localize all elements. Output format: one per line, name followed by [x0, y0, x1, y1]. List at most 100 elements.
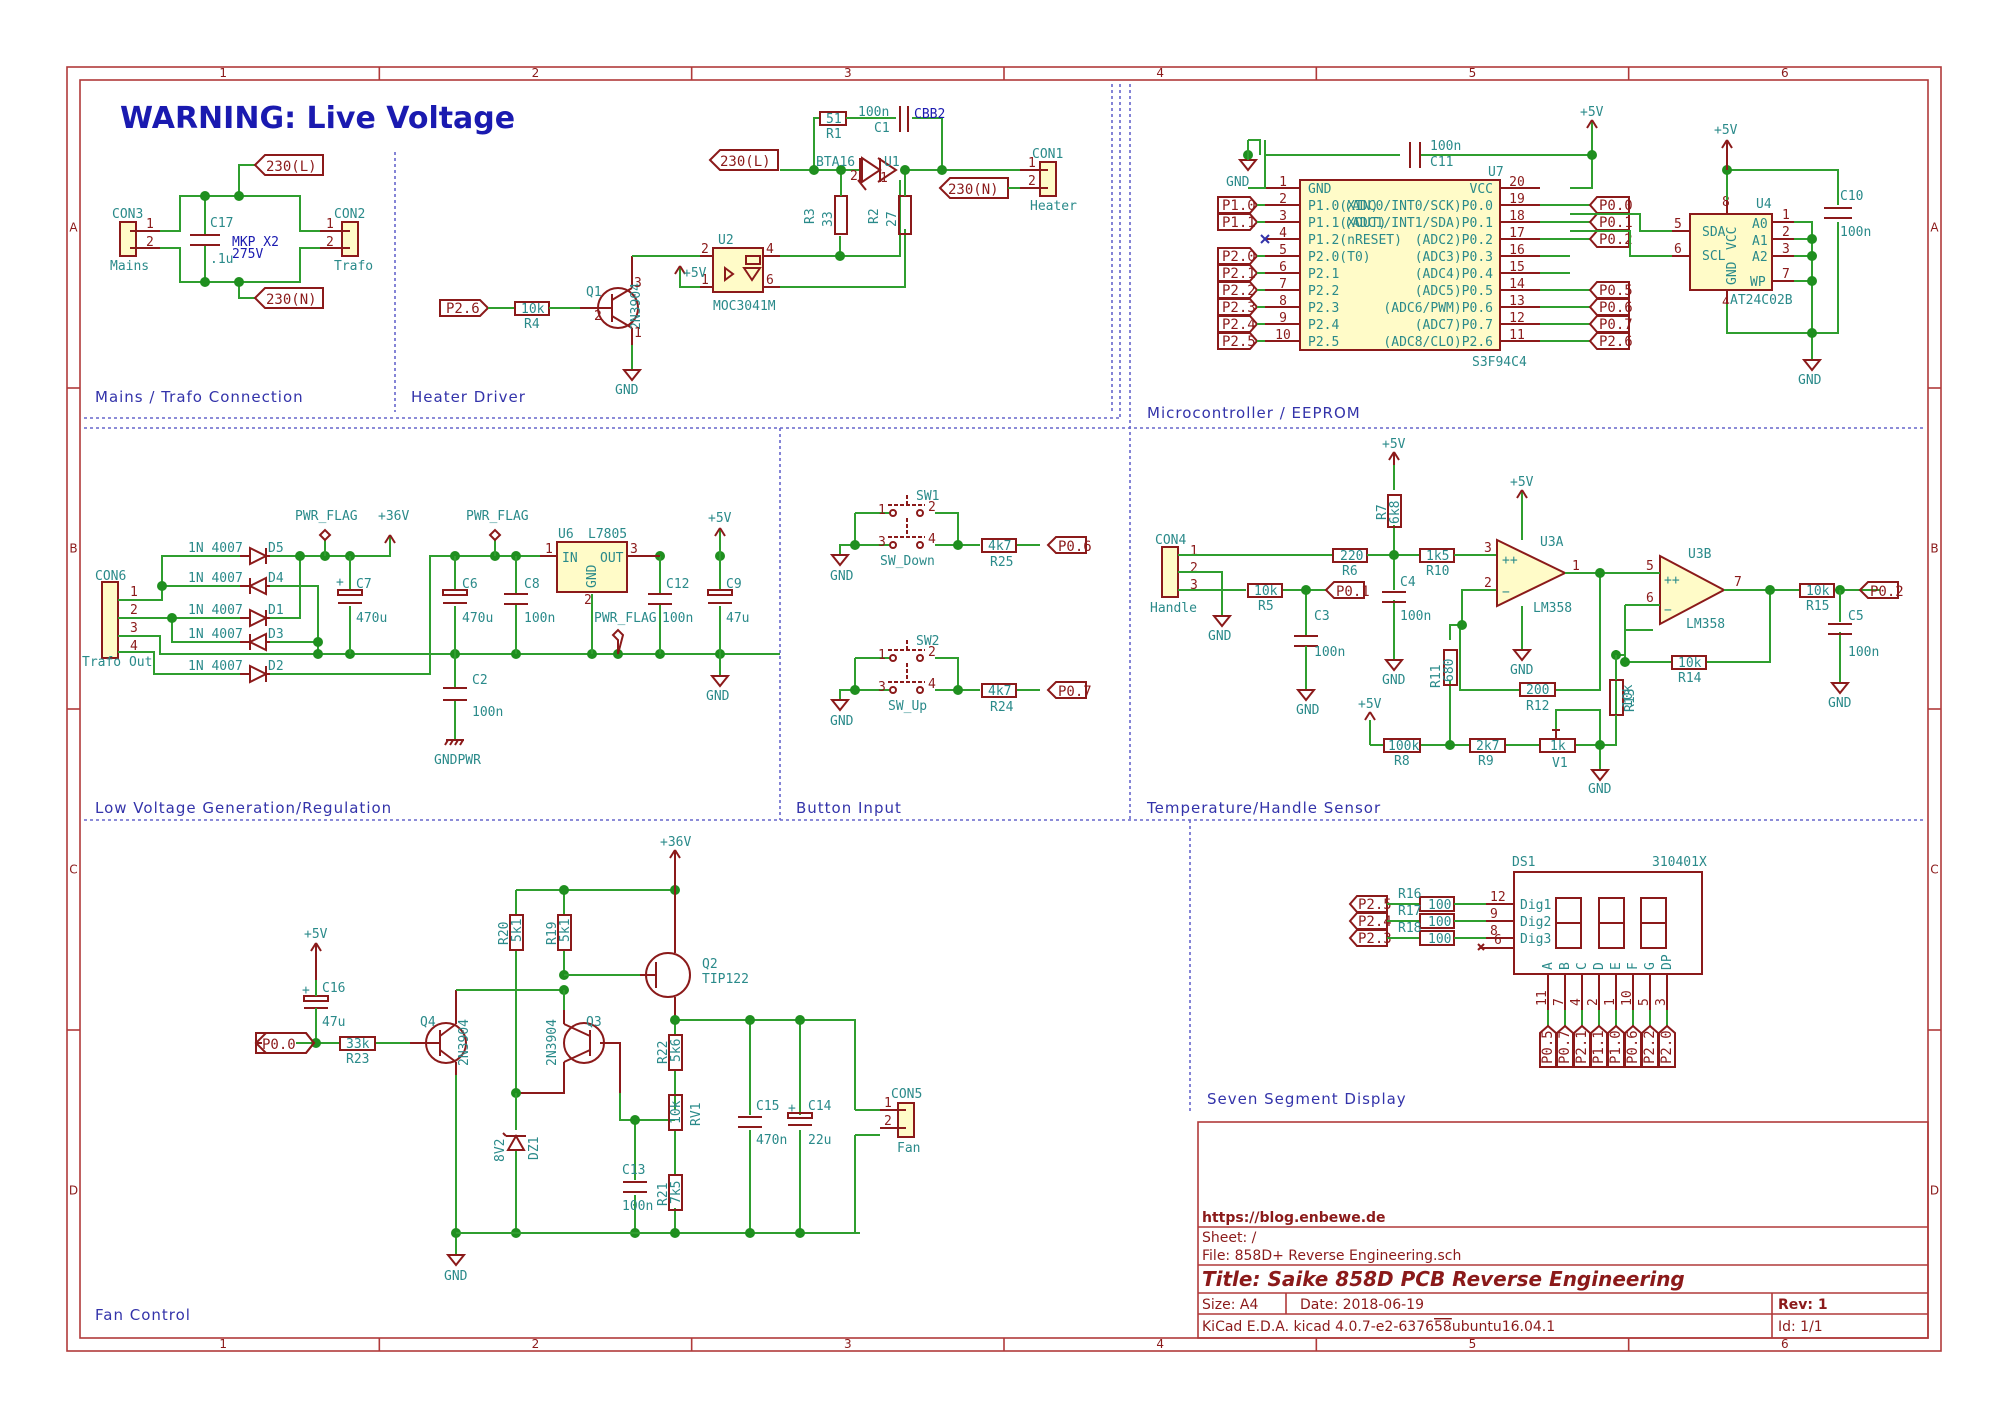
c17-note2: 275V — [232, 247, 263, 262]
net-label-text: P2.4 — [1358, 914, 1392, 930]
net-label-text: P1.0 — [1608, 1030, 1624, 1064]
net-label-text: P2.4 — [1222, 317, 1256, 333]
svg-text:R1: R1 — [826, 127, 842, 142]
net-label-text: P2.6 — [1599, 334, 1633, 350]
svg-text:GND: GND — [1798, 373, 1822, 388]
mcu-pin-number: 6 — [1279, 260, 1287, 275]
svg-text:470u: 470u — [462, 611, 493, 626]
diode-value: 1N 4007 — [188, 627, 243, 642]
svg-text:+5V: +5V — [708, 511, 732, 526]
mcu-pin-name: (ADC6/PWM)P0.6 — [1383, 301, 1493, 316]
svg-text:2: 2 — [326, 235, 334, 250]
diode-ref: D1 — [268, 603, 284, 618]
net-label — [1590, 1024, 1608, 1068]
svg-text:680: 680 — [1442, 659, 1457, 682]
con2-connector — [341, 221, 359, 257]
svg-text:100k: 100k — [1388, 739, 1419, 754]
temp-sensor-circuit: CON4 Handle 1 2 3 GND 10k R5 P0.1 C3 100… — [1150, 437, 1904, 797]
diode-d3 — [247, 632, 267, 652]
svg-text:Heater: Heater — [1030, 199, 1077, 214]
mcu-pin-name: P2.5 — [1308, 335, 1339, 350]
u2-optocoupler — [712, 247, 764, 293]
svg-text:33: 33 — [821, 211, 836, 227]
svg-text:10k: 10k — [1254, 584, 1278, 599]
svg-text:+: + — [788, 1101, 796, 1116]
con5-connector — [897, 1102, 915, 1138]
mains-circuit: 1 2 CON3 Mains C17 .1u MKP X2 275V 1 2 C… — [110, 154, 373, 309]
svg-text:2: 2 — [584, 593, 592, 608]
svg-text:7: 7 — [1782, 267, 1790, 282]
svg-text:2: 2 — [146, 235, 154, 250]
title-block-url[interactable]: https://blog.enbewe.de — [1202, 1210, 1386, 1226]
svg-text:1: 1 — [878, 503, 886, 518]
svg-text:4: 4 — [130, 639, 138, 654]
segment-pin: 5 — [1637, 998, 1652, 1006]
svg-text:LM358: LM358 — [1686, 617, 1725, 632]
svg-text:5k1: 5k1 — [510, 919, 525, 942]
svg-text:U4: U4 — [1756, 197, 1772, 212]
svg-text:C6: C6 — [462, 577, 478, 592]
svg-text:P0.0: P0.0 — [262, 1037, 296, 1053]
gnd-symbol — [1237, 159, 1259, 172]
label-230n — [253, 287, 324, 309]
svg-text:GNDPWR: GNDPWR — [434, 753, 481, 768]
grid-col-label: 6 — [1781, 66, 1789, 80]
svg-text:+36V: +36V — [660, 835, 691, 850]
svg-text:200: 200 — [1526, 683, 1549, 698]
svg-text:GND: GND — [1510, 663, 1534, 678]
svg-text:6: 6 — [766, 273, 774, 288]
diode-ref: D4 — [268, 571, 284, 586]
net-label — [1588, 315, 1630, 333]
svg-text:C4: C4 — [1400, 575, 1416, 590]
svg-text:8: 8 — [1490, 924, 1498, 939]
net-label-text: P2.1 — [1222, 266, 1256, 282]
u6-regulator — [556, 541, 628, 593]
mcu-pin-name: P2.4 — [1308, 318, 1339, 333]
mcu-pin-name: (ADC2)P0.2 — [1415, 233, 1493, 248]
net-label-text: P0.5 — [1540, 1030, 1556, 1064]
u7-microcontroller — [1299, 179, 1501, 351]
net-label-text: P0.2 — [1599, 232, 1633, 248]
svg-text:2: 2 — [1484, 576, 1492, 591]
svg-text:GND: GND — [615, 383, 639, 398]
net-label — [1556, 1024, 1574, 1068]
svg-text:C8: C8 — [524, 577, 540, 592]
svg-text:GND: GND — [830, 569, 854, 584]
svg-text:1: 1 — [326, 217, 334, 232]
mcu-pin-number: 17 — [1509, 226, 1525, 241]
c17-note1: MKP X2 — [232, 235, 279, 250]
svg-text:100: 100 — [1428, 915, 1451, 930]
svg-text:310401X: 310401X — [1652, 855, 1707, 870]
mcu-pin-number: 10 — [1275, 328, 1291, 343]
diode-value: 1N 4007 — [188, 659, 243, 674]
svg-text:51: 51 — [826, 112, 842, 127]
grid-row-label: B — [69, 542, 77, 556]
net-label-text: P2.1 — [1574, 1030, 1590, 1064]
mcu-pin-number: 12 — [1509, 311, 1525, 326]
grid-row-label: B — [1930, 542, 1938, 556]
svg-text:2: 2 — [701, 242, 709, 257]
title-block-tool: KiCad E.D.A. kicad 4.0.7-e2-637658ubuntu… — [1202, 1319, 1555, 1335]
svg-text:GND: GND — [1588, 782, 1612, 797]
svg-text:100n: 100n — [858, 105, 889, 120]
svg-text:SW1: SW1 — [916, 489, 939, 504]
mcu-pin-name: P2.1 — [1308, 267, 1339, 282]
svg-text:3: 3 — [630, 542, 638, 557]
net-label-text: P0.7 — [1599, 317, 1633, 333]
svg-text:LM358: LM358 — [1533, 601, 1572, 616]
title-block-rev: Rev: 1 — [1778, 1297, 1828, 1313]
digit-name: Dig1 — [1520, 898, 1551, 913]
svg-text:U7: U7 — [1488, 165, 1504, 180]
u3b-opamp — [1659, 554, 1727, 626]
net-label — [1588, 332, 1630, 350]
segment-pin: 7 — [1552, 998, 1567, 1006]
net-label-text: P2.3 — [1358, 931, 1392, 947]
svg-text:A2: A2 — [1752, 250, 1768, 265]
svg-text:C12: C12 — [666, 577, 689, 592]
svg-text:2: 2 — [594, 309, 602, 324]
svg-text:100n: 100n — [472, 705, 503, 720]
svg-text:100n: 100n — [662, 611, 693, 626]
svg-text:R17: R17 — [1398, 904, 1421, 919]
svg-text:2N3904: 2N3904 — [629, 283, 644, 330]
svg-text:Q2: Q2 — [702, 957, 718, 972]
